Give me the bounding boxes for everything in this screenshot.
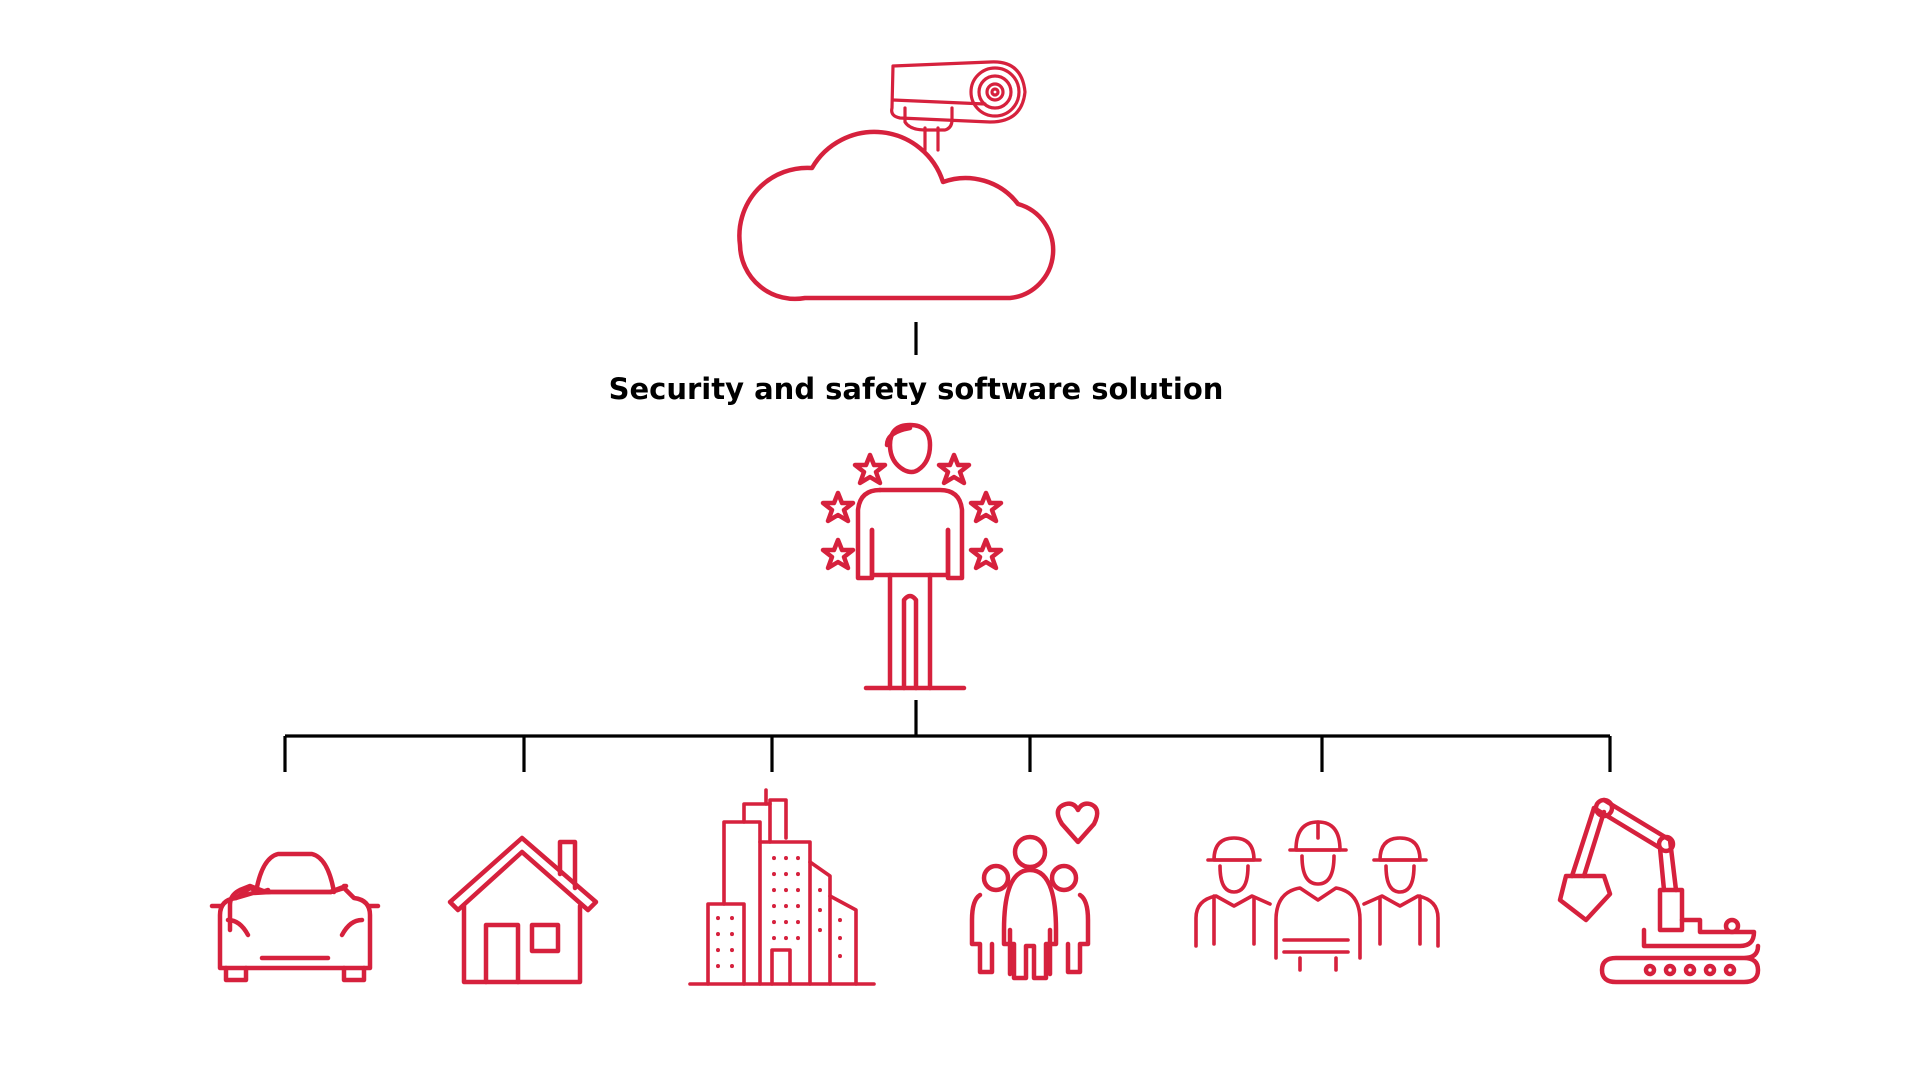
family-care-icon xyxy=(969,801,1100,981)
cctv-camera-icon xyxy=(890,60,1027,152)
diagram-title: Security and safety software solution xyxy=(609,372,1224,406)
protected-person-icon xyxy=(820,422,1004,691)
car-icon xyxy=(209,851,381,983)
excavator-icon xyxy=(1557,797,1761,985)
cloud-icon xyxy=(737,129,1056,302)
cloud-camera-group xyxy=(737,60,1056,302)
house-icon xyxy=(447,835,599,985)
construction-workers-icon xyxy=(1194,820,1440,972)
tree-connectors xyxy=(283,700,1612,772)
city-buildings-icon xyxy=(688,788,876,986)
